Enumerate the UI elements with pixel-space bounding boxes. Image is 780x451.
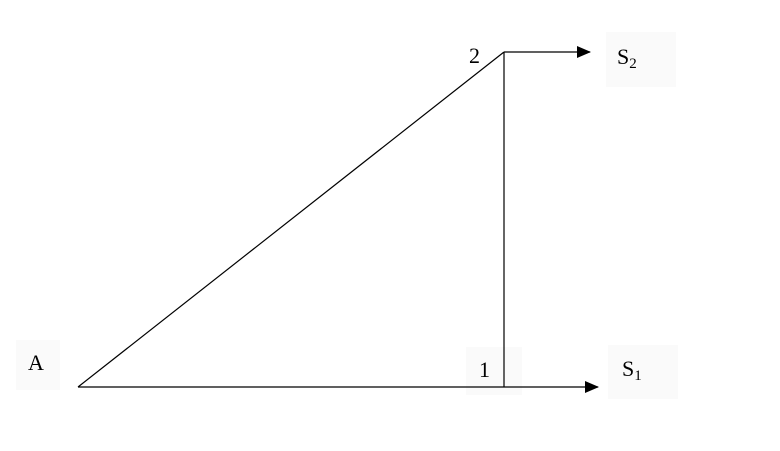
sink-label-s2-main: S xyxy=(617,44,629,69)
sink-label-s1: S1 xyxy=(622,356,642,384)
node-label-a: A xyxy=(28,350,44,375)
node-label-1: 1 xyxy=(479,357,490,382)
sink-label-s1-main: S xyxy=(622,356,634,381)
label-box-s2 xyxy=(606,32,676,87)
edge-a-to-2 xyxy=(77,51,505,388)
node-label-2: 2 xyxy=(469,43,480,68)
label-box-1 xyxy=(466,347,522,395)
label-box-a xyxy=(16,340,60,390)
sink-label-s1-subscript: 1 xyxy=(634,368,642,384)
sink-label-s2: S2 xyxy=(617,44,637,72)
sink-label-s2-subscript: 2 xyxy=(629,56,637,72)
label-box-s1 xyxy=(608,345,678,399)
